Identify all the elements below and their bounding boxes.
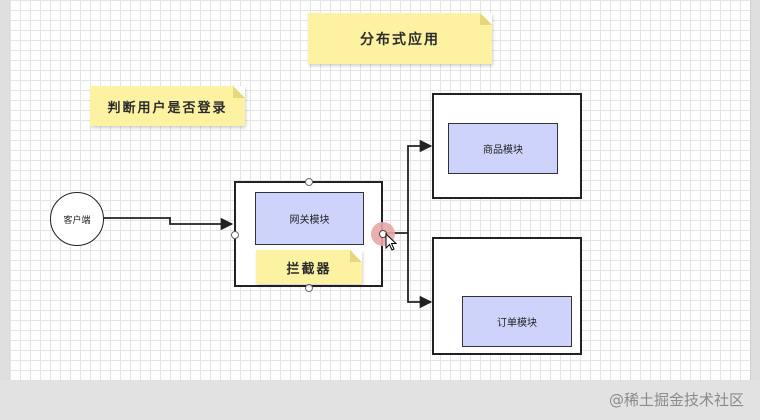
- product-module[interactable]: 商品模块: [448, 123, 558, 174]
- selection-handle-bottom[interactable]: [305, 284, 313, 292]
- selection-handle-left[interactable]: [231, 231, 239, 239]
- client-node[interactable]: 客户端: [50, 192, 104, 246]
- order-module[interactable]: 订单模块: [462, 296, 572, 347]
- watermark: @稀土掘金技术社区: [608, 391, 744, 409]
- note-fold-icon: [233, 86, 245, 98]
- note-fold-icon: [480, 13, 492, 25]
- footer-bar: [0, 380, 760, 420]
- order-container[interactable]: 订单模块: [432, 237, 582, 355]
- auth-note-text: 判断用户是否登录: [107, 100, 228, 116]
- order-module-label: 订单模块: [497, 318, 537, 329]
- interceptor-note[interactable]: 拦截器: [256, 250, 362, 284]
- client-label: 客户端: [63, 215, 91, 226]
- interceptor-note-text: 拦截器: [286, 261, 332, 277]
- mouse-cursor-icon: [385, 233, 398, 251]
- auth-note[interactable]: 判断用户是否登录: [90, 86, 245, 126]
- product-container[interactable]: 商品模块: [432, 93, 582, 199]
- title-note[interactable]: 分布式应用: [308, 13, 492, 64]
- title-note-text: 分布式应用: [360, 31, 440, 48]
- gateway-module-label: 网关模块: [289, 215, 330, 226]
- note-fold-icon: [350, 250, 362, 262]
- gateway-module[interactable]: 网关模块: [255, 192, 364, 245]
- selection-handle-top[interactable]: [305, 178, 313, 186]
- product-module-label: 商品模块: [483, 145, 523, 156]
